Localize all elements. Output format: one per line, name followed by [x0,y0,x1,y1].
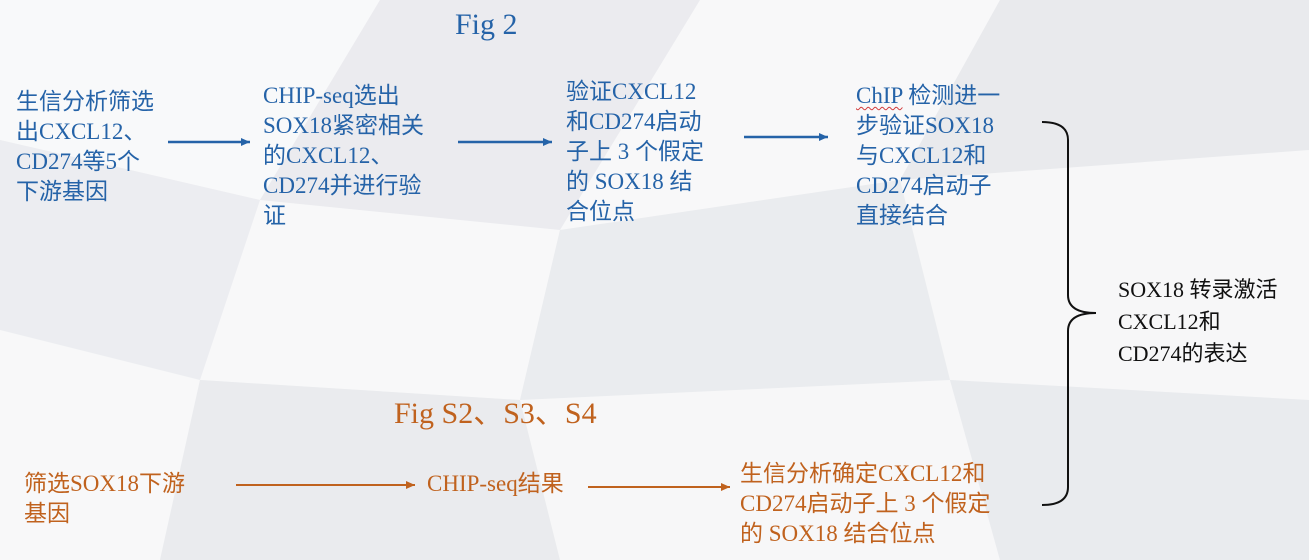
conclusion-line: CXCL12和 [1118,309,1221,334]
step-line: 步验证SOX18 [856,113,995,138]
step-line: CD274启动子上 3 个假定 [740,491,991,516]
conclusion-text: SOX18 转录激活 CXCL12和 CD274的表达 [1118,274,1278,370]
step-line: 验证CXCL12 [566,79,697,104]
step-line: 证 [263,203,286,228]
step-line: 的 SOX18 结合位点 [740,521,936,546]
step-line: SOX18紧密相关 [263,113,425,138]
figs-step-3: 生信分析确定CXCL12和 CD274启动子上 3 个假定 的 SOX18 结合… [740,459,990,549]
step-line: 基因 [24,501,70,526]
step-line: CD274并进行验 [263,173,422,198]
figs-step-1: 筛选SOX18下游 基因 [24,469,185,529]
fig2-step-4: ChIP 检测进一 步验证SOX18 与CXCL12和 CD274启动子 直接结… [856,81,1000,231]
step-line: 直接结合 [856,203,948,228]
step-line: 生信分析确定CXCL12和 [740,461,986,486]
step-line: 筛选SOX18下游 [24,471,186,496]
fig2-step-3: 验证CXCL12 和CD274启动 子上 3 个假定 的 SOX18 结 合位点 [566,77,704,227]
step-line: 的 SOX18 结 [566,169,693,194]
conclusion-line: CD274的表达 [1118,341,1248,366]
fig2-step-1: 生信分析筛选 出CXCL12、 CD274等5个 下游基因 [16,87,154,207]
figs-step-2: CHIP-seq结果 [427,469,564,499]
step-line: CHIP-seq结果 [427,471,564,496]
step-line: CHIP-seq选出 [263,83,400,108]
step-line: ChIP 检测进一 [856,81,1000,111]
chip-text: ChIP [856,83,903,108]
conclusion-line: SOX18 转录激活 [1118,277,1278,302]
step-line: 出CXCL12、 [16,119,147,144]
step-line: 下游基因 [16,179,108,204]
step-line: 的CXCL12、 [263,143,394,168]
step-line: 生信分析筛选 [16,89,154,114]
step-line: 合位点 [566,199,635,224]
step-line: CD274启动子 [856,173,992,198]
fig2-title: Fig 2 [455,8,518,41]
step-line: 与CXCL12和 [856,143,987,168]
step-line-rest: 检测进一 [902,83,1001,108]
figs-title: Fig S2、S3、S4 [394,397,597,430]
step-line: 和CD274启动 [566,109,702,134]
step-line: CD274等5个 [16,149,140,174]
step-line: 子上 3 个假定 [566,139,704,164]
fig2-step-2: CHIP-seq选出 SOX18紧密相关 的CXCL12、 CD274并进行验 … [263,81,424,231]
